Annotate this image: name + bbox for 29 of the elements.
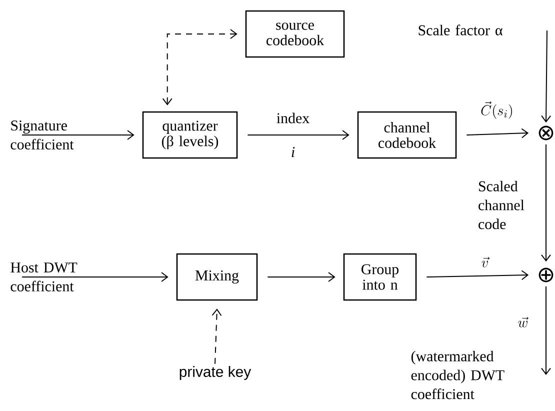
- arrow: [541, 286, 551, 375]
- arrow: [22, 272, 168, 282]
- arrow: [541, 30, 552, 123]
- arrow: [466, 128, 529, 138]
- index-variable: i: [292, 147, 295, 157]
- operator-symbol: ⊕: [538, 268, 554, 282]
- process-box: quantizer (β levels): [142, 111, 238, 159]
- signal-label: Host DWT coefficient: [10, 262, 78, 292]
- process-box: channel codebook: [357, 111, 457, 159]
- arrow: [541, 144, 551, 262]
- edge-label: Scaled channel code: [477, 180, 535, 230]
- edge-label: $\vec{w}$: [516, 316, 530, 328]
- input-label: private key: [180, 366, 252, 380]
- process-box: Group into n: [343, 253, 417, 301]
- signal-label: (watermarked encoded) DWT coefficient: [411, 350, 504, 400]
- arrow: [426, 270, 529, 280]
- signal-label: Scale factor α: [418, 24, 502, 36]
- process-box: source codebook: [245, 10, 345, 58]
- process-box: Mixing: [176, 253, 258, 301]
- edge-label: $\vec{C}(s_i)$: [480, 100, 514, 120]
- edge-label: index: [275, 112, 311, 124]
- operator-symbol: ⊗: [538, 126, 554, 140]
- arrow: [212, 308, 222, 364]
- arrow: [162, 29, 238, 106]
- edge-label: $\vec{v}$: [480, 256, 490, 268]
- arrow: [247, 130, 350, 140]
- signal-label: Signature coefficient: [10, 120, 74, 150]
- arrow: [22, 130, 134, 140]
- arrow: [267, 272, 336, 282]
